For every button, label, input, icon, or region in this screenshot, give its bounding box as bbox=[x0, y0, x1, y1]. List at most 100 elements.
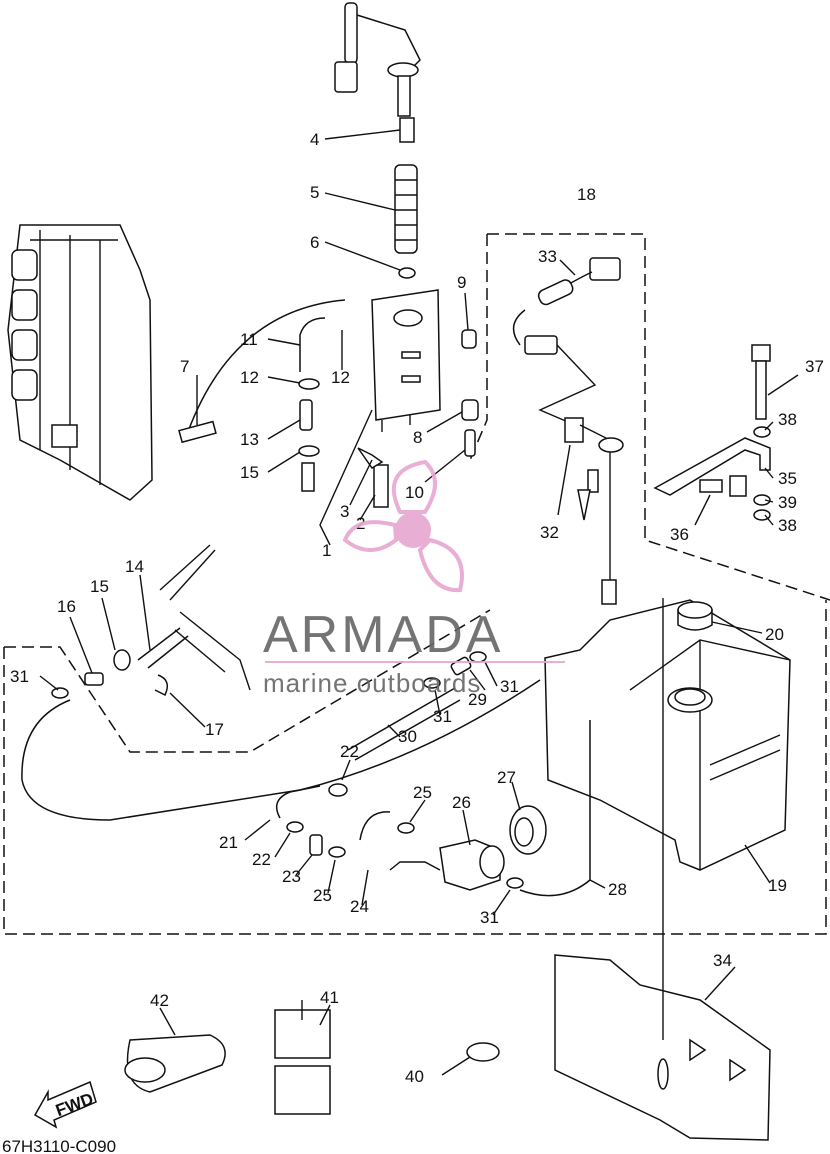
callout-16: 16 bbox=[57, 597, 76, 616]
clip-17 bbox=[154, 674, 169, 697]
callout-13: 13 bbox=[240, 430, 259, 449]
clip-25-left bbox=[328, 846, 346, 858]
hose-31-long bbox=[21, 679, 541, 821]
joint-23 bbox=[309, 834, 323, 856]
bolt-37 bbox=[751, 344, 771, 420]
hose-28 bbox=[519, 720, 591, 897]
callout-4: 4 bbox=[310, 130, 319, 149]
bracket-35 bbox=[653, 437, 771, 497]
callout-25-top: 25 bbox=[413, 783, 432, 802]
engine-cowling bbox=[7, 224, 153, 501]
oil-strainer bbox=[394, 164, 418, 254]
hose-14 bbox=[137, 627, 181, 661]
grommet-8 bbox=[461, 399, 479, 421]
clip-3 bbox=[357, 447, 384, 470]
clip-31-left bbox=[51, 687, 69, 699]
callout-20: 20 bbox=[765, 625, 784, 644]
callout-39: 39 bbox=[778, 493, 797, 512]
callout-25-bottom: 25 bbox=[313, 886, 332, 905]
callout-32: 32 bbox=[540, 523, 559, 542]
o-ring-6 bbox=[398, 267, 416, 279]
callout-11: 11 bbox=[240, 330, 258, 349]
group-18-boundary bbox=[487, 233, 830, 601]
washer-38-bottom bbox=[753, 509, 771, 521]
clip-31-bottom bbox=[506, 877, 524, 889]
hose-14b bbox=[147, 635, 189, 669]
callout-7: 7 bbox=[180, 357, 189, 376]
callout-35: 35 bbox=[778, 469, 797, 488]
callout-15-bottom: 15 bbox=[90, 577, 109, 596]
oil-level-sensor bbox=[334, 2, 421, 143]
hose-7-sleeve bbox=[178, 420, 217, 444]
oil-pump-26 bbox=[439, 839, 505, 891]
callout-26: 26 bbox=[452, 793, 471, 812]
clip-40 bbox=[466, 1042, 500, 1062]
callout-42: 42 bbox=[150, 991, 169, 1010]
hose-24 bbox=[359, 811, 391, 841]
clip-22-top bbox=[328, 783, 348, 797]
callout-15-top: 15 bbox=[240, 463, 259, 482]
callout-19: 19 bbox=[768, 876, 787, 895]
washer-39 bbox=[753, 494, 771, 506]
forward-arrow: FWD bbox=[33, 1080, 97, 1129]
oil-level-switch-32 bbox=[564, 417, 624, 640]
sleeve-42 bbox=[124, 1034, 226, 1093]
clip-15-top bbox=[298, 445, 320, 457]
callout-10: 10 bbox=[405, 483, 424, 502]
callout-23: 23 bbox=[282, 867, 301, 886]
clip-22-bottom bbox=[286, 821, 304, 833]
tank-cap-20 bbox=[677, 601, 713, 631]
wire-harness-33 bbox=[512, 257, 621, 426]
bolt-10 bbox=[464, 429, 476, 457]
hose-21 bbox=[275, 785, 321, 819]
callout-labels: 4 5 6 7 9 11 12 12 13 15 8 10 3 2 1 18 3… bbox=[10, 130, 824, 1086]
joint-16 bbox=[84, 672, 104, 686]
hose-11 bbox=[299, 317, 326, 372]
callout-12-left: 12 bbox=[240, 368, 259, 387]
callout-33: 33 bbox=[538, 247, 557, 266]
sub-oil-tank-19 bbox=[544, 599, 791, 871]
callout-31-bottom: 31 bbox=[480, 908, 499, 927]
callout-3: 3 bbox=[340, 502, 349, 521]
callout-8: 8 bbox=[413, 428, 422, 447]
leader-lines bbox=[39, 129, 799, 1076]
spacer bbox=[373, 464, 389, 508]
grommet-9 bbox=[461, 329, 477, 349]
callout-21: 21 bbox=[219, 833, 238, 852]
callout-30: 30 bbox=[398, 727, 417, 746]
callout-41: 41 bbox=[320, 988, 339, 1007]
clip-25-right bbox=[397, 822, 415, 834]
callout-17: 17 bbox=[205, 720, 224, 739]
callout-34: 34 bbox=[713, 951, 732, 970]
callout-22-top: 22 bbox=[340, 742, 359, 761]
callout-28: 28 bbox=[608, 880, 627, 899]
clip-31-mid bbox=[423, 677, 441, 689]
callout-27: 27 bbox=[497, 768, 516, 787]
hose-30 bbox=[354, 699, 461, 761]
washer-38-top bbox=[753, 426, 771, 438]
callout-31-right: 31 bbox=[500, 677, 519, 696]
armada-watermark: ARMADA marine outboards bbox=[263, 459, 565, 698]
hose-7 bbox=[184, 299, 346, 441]
callout-12-right: 12 bbox=[331, 368, 350, 387]
watermark-brand: ARMADA bbox=[263, 606, 503, 664]
bracket-34 bbox=[554, 954, 771, 1141]
joint-13 bbox=[299, 399, 313, 431]
callout-24: 24 bbox=[350, 897, 369, 916]
callout-22-bottom: 22 bbox=[252, 850, 271, 869]
callout-36: 36 bbox=[670, 525, 689, 544]
nut-27 bbox=[509, 805, 547, 855]
callout-29: 29 bbox=[468, 690, 487, 709]
callout-31-left: 31 bbox=[10, 667, 29, 686]
callout-18: 18 bbox=[577, 185, 596, 204]
callout-40: 40 bbox=[405, 1067, 424, 1086]
propeller-logo-icon bbox=[342, 459, 464, 593]
mount-frame bbox=[159, 544, 251, 691]
callout-5: 5 bbox=[310, 183, 319, 202]
fwd-label: FWD bbox=[53, 1089, 96, 1120]
callout-31-mid: 31 bbox=[433, 707, 452, 726]
watermark-tagline: marine outboards bbox=[263, 668, 481, 698]
engine-oil-tank bbox=[371, 289, 441, 432]
callout-9: 9 bbox=[457, 273, 466, 292]
